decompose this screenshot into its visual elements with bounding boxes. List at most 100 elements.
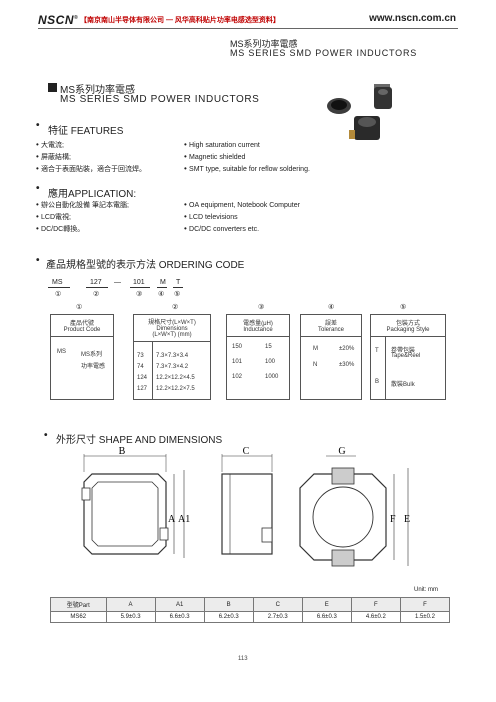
dim-size-1: 7.3×7.3×3.4 — [156, 353, 189, 359]
label-a: A — [168, 514, 176, 525]
brand-logo: NSCN® — [38, 13, 79, 27]
shape-bullet: • — [44, 430, 48, 441]
product-code-desc-2: 功率電感 — [81, 364, 106, 370]
dimensions-divider — [152, 342, 153, 400]
inductance-box: 電感量(μH) Inductance 150 15 101 100 102 10… — [226, 314, 290, 400]
label-e: E — [404, 514, 410, 525]
td-a: 5.9±0.3 — [105, 611, 156, 623]
ordering-heading: 產品規格型號的表示方法 ORDERING CODE — [46, 260, 245, 271]
features-heading: 特征 FEATURES — [48, 126, 124, 137]
ind-code-1: 150 — [232, 344, 243, 350]
label-c: C — [243, 446, 250, 457]
top-view-drawing: B A A1 — [81, 446, 190, 558]
ordering-bullet: • — [36, 255, 40, 266]
packaging-box: 包裝方式 Packaging Style T 卷帶包裝 Tape&Reel B … — [370, 314, 446, 400]
pkg-cn-2: 散裝Bulk — [391, 382, 415, 388]
dimensions-box: 規格尺寸(L×W×T) Dimensions (L×W×T) (mm) 73 7… — [133, 314, 211, 400]
header-divider — [38, 28, 458, 29]
product-photo — [327, 84, 392, 140]
code-part-packaging: T — [176, 279, 181, 286]
dim-size-3: 12.2×12.2×4.5 — [156, 375, 195, 381]
td-b: 6.2±0.3 — [203, 611, 254, 623]
label-g: G — [338, 446, 345, 457]
series-title-en: MS SERIES SMD POWER INDUCTORS — [230, 48, 418, 58]
dim-code-3: 124 — [137, 375, 148, 381]
th-f2: F — [399, 597, 451, 612]
dim-code-1: 73 — [137, 353, 144, 359]
tol-code-2: N — [313, 362, 318, 368]
td-f: 4.6±0.2 — [350, 611, 401, 623]
ind-value-2: 100 — [265, 359, 276, 365]
label-b: B — [119, 446, 126, 457]
code-part-tolerance: M — [160, 279, 166, 286]
pkg-en-1: Tape&Reel — [391, 353, 421, 359]
ind-value-1: 15 — [265, 344, 272, 350]
td-f2: 1.5±0.2 — [399, 611, 451, 623]
section-title-en: MS SERIES SMD POWER INDUCTORS — [60, 94, 260, 105]
code-underline-1 — [48, 287, 70, 288]
th-c: C — [252, 597, 303, 612]
tol-value-1: ±20% — [339, 346, 355, 352]
td-a1: 6.6±0.3 — [154, 611, 205, 623]
ind-value-3: 1000 — [265, 374, 279, 380]
product-code-header: 產品代號 Product Code — [51, 315, 113, 337]
series-title-cn: MS系列功率電感 — [230, 39, 298, 49]
label-a1: A1 — [178, 514, 190, 525]
application-bullet: • — [36, 183, 40, 194]
th-e: E — [301, 597, 352, 612]
section-marker — [48, 83, 57, 92]
code-num-3: ③ — [136, 291, 143, 298]
product-code-value: MS — [57, 349, 66, 355]
code-part-inductance: 101 — [133, 279, 145, 286]
product-code-desc-1: MS系列 — [81, 352, 103, 358]
code-part-dash: — — [114, 279, 121, 286]
td-c: 2.7±0.3 — [252, 611, 303, 623]
pkg-cn-1: 卷帶包裝 — [391, 348, 416, 354]
dimensions-header: 規格尺寸(L×W×T) Dimensions (L×W×T) (mm) — [134, 315, 210, 342]
application-cn-3: • DC/DC轉換。 — [36, 224, 85, 233]
application-heading: 應用APPLICATION: — [48, 189, 137, 200]
application-en-3: • DC/DC converters etc. — [184, 224, 260, 233]
dimension-table-header: 型號Part A A1 B C E F F — [50, 597, 451, 612]
code-num-4: ④ — [158, 291, 165, 298]
section-title-cn: MS系列功率電感 — [60, 85, 135, 96]
features-bullet: • — [36, 120, 40, 131]
dim-code-2: 74 — [137, 364, 144, 370]
packaging-divider — [385, 337, 386, 400]
code-num-1: ① — [55, 291, 62, 298]
code-part-size: 127 — [90, 279, 102, 286]
page-number: 113 — [238, 656, 248, 662]
feature-en-2: • Magnetic shielded — [184, 152, 246, 161]
application-en-2: • LCD televisions — [184, 212, 238, 221]
col-num-4: ④ — [328, 304, 335, 311]
bottom-view-drawing: G F E — [299, 446, 410, 567]
tol-code-1: M — [313, 346, 318, 352]
ind-code-2: 101 — [232, 359, 243, 365]
product-code-box: 產品代號 Product Code MS MS系列 功率電感 — [50, 314, 114, 400]
feature-en-3: • SMT type, suitable for reflow solderin… — [184, 164, 310, 173]
code-underline-3 — [130, 287, 150, 288]
code-underline-5 — [173, 287, 183, 288]
shape-heading: 外形尺寸 SHAPE AND DIMENSIONS — [56, 435, 223, 446]
label-f: F — [390, 514, 396, 525]
code-num-5: ⑤ — [174, 291, 181, 298]
website-url[interactable]: www.nscn.com.cn — [369, 13, 456, 24]
table-row: MS62 5.9±0.3 6.6±0.3 6.2±0.3 2.7±0.3 6.6… — [50, 611, 451, 623]
dim-code-4: 127 — [137, 386, 148, 392]
td-part: MS62 — [50, 611, 107, 623]
th-b: B — [203, 597, 254, 612]
pkg-code-2: B — [375, 379, 380, 385]
inductance-header: 電感量(μH) Inductance — [227, 315, 289, 337]
col-num-3: ③ — [258, 304, 265, 311]
col-num-1: ① — [76, 304, 83, 311]
th-f: F — [350, 597, 401, 612]
th-a1: A1 — [154, 597, 205, 612]
code-underline-2 — [86, 287, 108, 288]
dim-size-4: 12.2×12.2×7.5 — [156, 386, 195, 392]
col-num-2: ② — [172, 304, 179, 311]
col-num-5: ⑤ — [400, 304, 407, 311]
code-num-2: ② — [93, 291, 100, 298]
application-cn-1: • 辦公自動化設備 筆記本電腦; — [36, 200, 129, 209]
application-cn-2: • LCD電視; — [36, 212, 71, 221]
unit-label: Unit: mm — [414, 587, 438, 593]
